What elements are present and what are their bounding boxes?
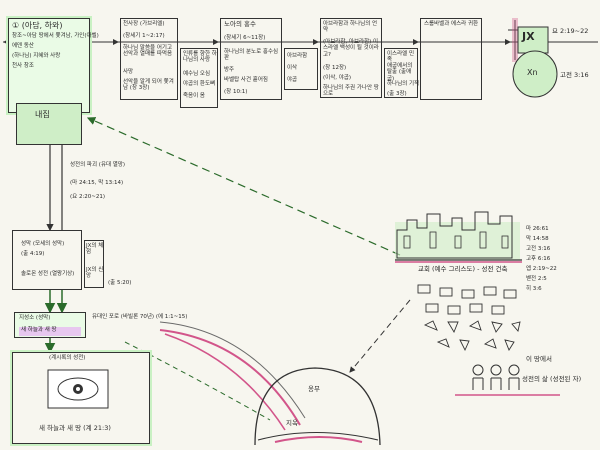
timeline-box-8: 스룹바벨과 에스라 귀환 xyxy=(420,18,482,100)
lower-box: 지성소 (성막) 새 하늘과 새 땅 xyxy=(14,312,86,338)
left-main-box: 내집 xyxy=(16,103,82,145)
timeline-box-2: 천사장 (가브리엘) (창세기 1~2:17) 하나님 말씀을 어기고 선악과 … xyxy=(120,18,178,100)
timeline-box-5: 아브라함 이삭 야곱 xyxy=(284,48,318,90)
bottom-box: (계시록의 성전) 새 하늘과 새 땅 (계 21:3) xyxy=(12,352,150,444)
jx-label: JX xyxy=(522,30,535,43)
arch-bottom-label: 지옥 xyxy=(286,419,298,427)
people-figures xyxy=(455,364,560,396)
scattered-shapes xyxy=(417,284,521,352)
arrow-note-2: (마 24:15, 막 13:14) xyxy=(70,180,124,186)
arch-top-label: 옹무 xyxy=(308,385,320,393)
jx-head xyxy=(517,26,549,54)
jx-body xyxy=(512,50,558,98)
temple-side-box: JX의 체험 JX의 신앙 xyxy=(84,240,104,288)
grave-arch xyxy=(254,367,381,446)
temple-box: 성막 (모세의 성막) (출 4:19) 솔로몬 성전 (열왕기상) xyxy=(12,230,82,290)
lower-note: 유대인 포로 (바빌론 70년) (에 1:1~15) xyxy=(92,314,188,320)
city-skyline xyxy=(395,211,522,263)
jx-sub: Xn xyxy=(527,68,538,77)
timeline-box-1: ① (아담, 하와) 창조~아담 땅에서 쫓겨남, 가인(아벨) 에덴 동산 (… xyxy=(8,18,99,113)
timeline-box-4: 노아의 홍수 (창세기 6~11장) 하나님의 분노로 홍수심판 방주 바벨탑 … xyxy=(220,18,282,100)
eye-icon xyxy=(47,369,109,409)
timeline-box-3: 인류를 향한 하나님의 사랑 예수님 오심 야곱의 환도뼈 죽음이 옴 xyxy=(180,48,218,108)
jx-ref2: 고전 3:16 xyxy=(560,71,589,79)
box1-title: ① (아담, 하와) xyxy=(12,21,63,30)
timeline-box-7: 이스라엘 민족 애굽에서의 탈출 (출애굽) 하나님의 기적 (출 3장) xyxy=(384,48,419,98)
return-arrow xyxy=(86,117,401,256)
jx-ref: 요 2:19~22 xyxy=(552,27,589,35)
arrow-note-3: (요 2:20~21) xyxy=(70,194,106,200)
city-label: 교회 (예수 그리스도) - 성전 건축 xyxy=(418,265,508,273)
timeline-box-6: 아브라함과 하나님의 언약 (아브라함, 아브라함) 이스라엘 백성이 될 것이… xyxy=(320,18,382,98)
arrow-note-1: 성전의 파괴 (유대 멸망) xyxy=(70,162,126,168)
